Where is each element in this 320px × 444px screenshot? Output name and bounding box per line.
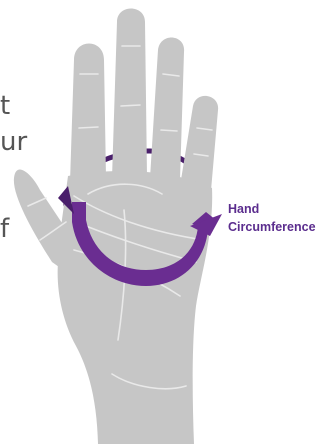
hand-shape: [14, 9, 218, 444]
label-line-2: Circumference: [228, 218, 316, 236]
hand-circumference-label: Hand Circumference: [228, 200, 316, 236]
label-line-1: Hand: [228, 200, 316, 218]
